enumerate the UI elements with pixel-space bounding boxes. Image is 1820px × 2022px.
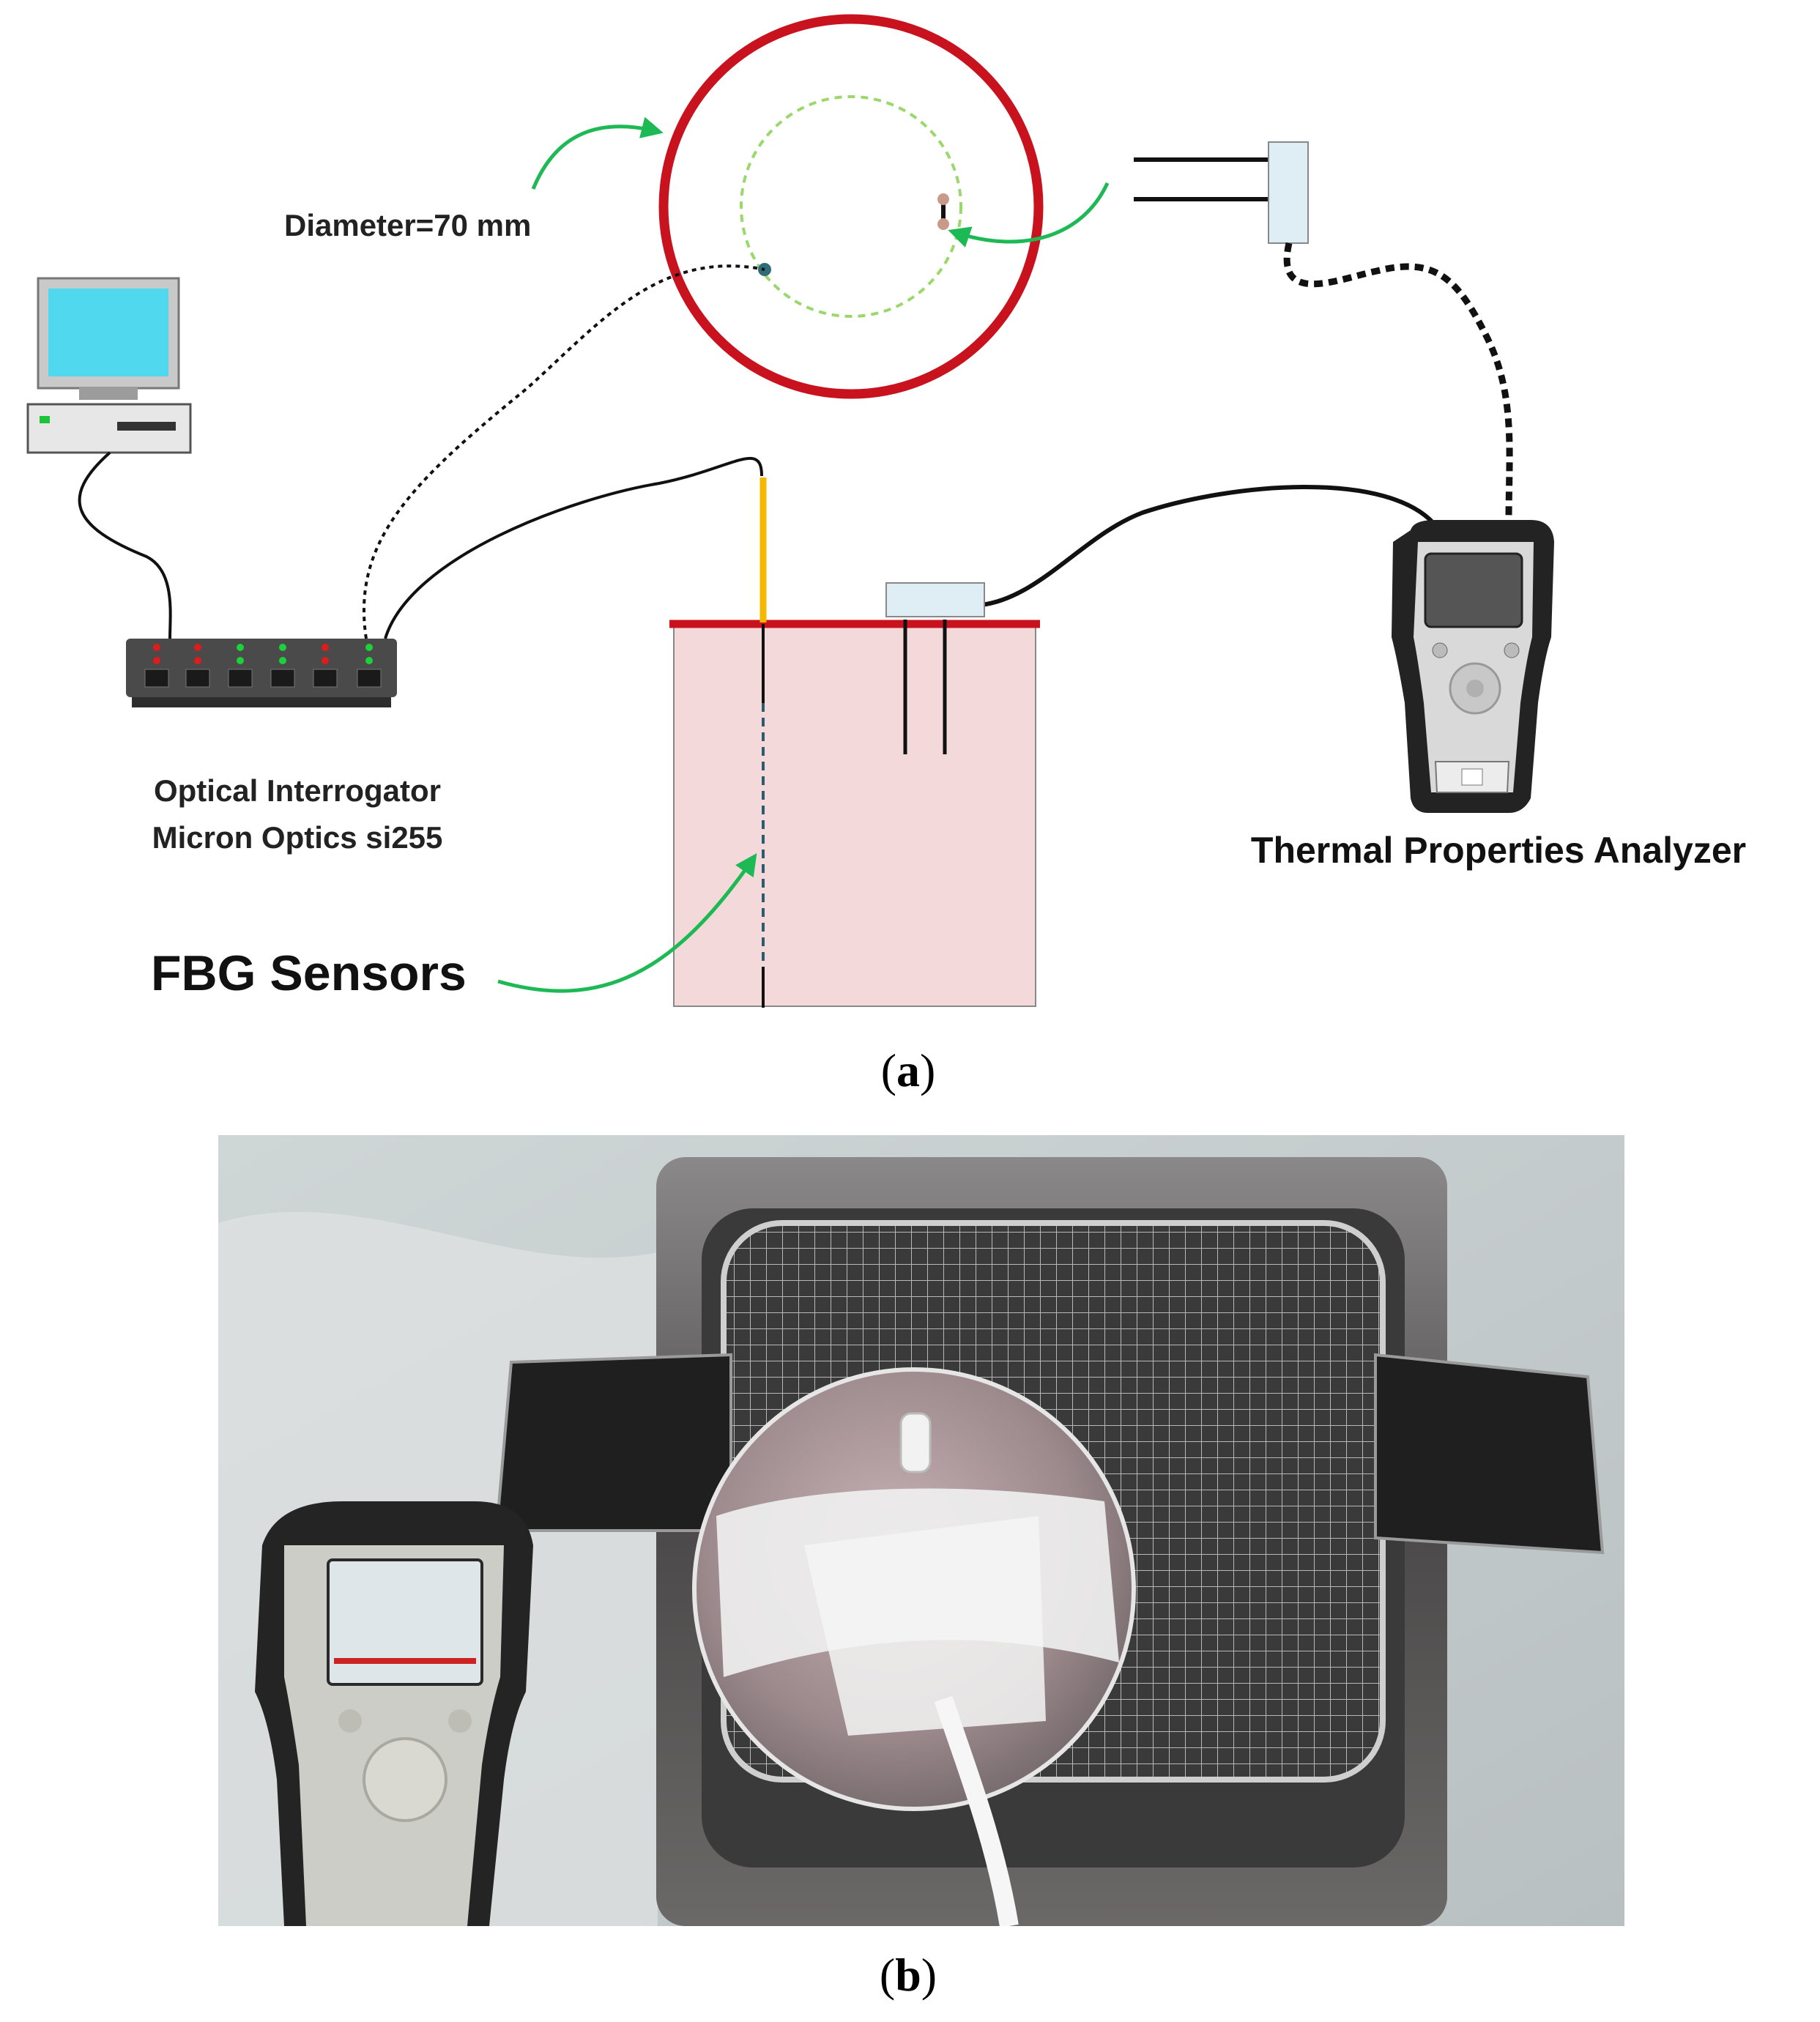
led-3a — [237, 644, 244, 651]
probe-needle-dot-2 — [937, 218, 949, 230]
caption-b-open: ( — [879, 1949, 896, 2001]
thermal-probe-top — [1134, 141, 1309, 244]
photo-svg — [218, 1135, 1624, 1926]
caption-a-open: ( — [880, 1044, 896, 1096]
interrogator-label-line1: Optical Interrogator — [154, 773, 441, 808]
pc-led — [40, 416, 50, 423]
handheld-button-left — [338, 1709, 362, 1733]
interrogator-body — [126, 639, 397, 697]
caption-b-close: ) — [921, 1949, 937, 2001]
interrogator-base — [132, 697, 391, 707]
fbg-label: FBG Sensors — [151, 945, 467, 1001]
probe-head-side — [885, 582, 985, 617]
container-body — [673, 622, 1036, 1007]
caption-b-letter: b — [895, 1949, 921, 2001]
led-6a — [365, 644, 373, 651]
diameter-arrow — [531, 116, 664, 190]
caption-a-letter: a — [896, 1044, 920, 1096]
analyzer-logo-box — [1461, 768, 1483, 786]
port-1 — [144, 669, 169, 688]
probe-cable-dashed — [1283, 242, 1513, 521]
analyzer-button-left — [1432, 642, 1448, 658]
monitor-stand — [79, 387, 138, 400]
port-6 — [357, 669, 382, 688]
led-1a — [153, 644, 160, 651]
led-6b — [365, 657, 373, 664]
probe-head — [1268, 141, 1309, 244]
experiment-photo — [218, 1135, 1624, 1926]
handheld-screen — [327, 1558, 483, 1686]
analyzer-dpad-center — [1466, 680, 1484, 697]
diameter-label: Diameter=70 mm — [284, 208, 531, 242]
tape-strip-2 — [804, 1516, 1046, 1736]
caption-a: (a) — [835, 1044, 981, 1098]
caption-b: (b) — [835, 1948, 981, 2002]
port-5 — [313, 669, 338, 688]
led-2b — [194, 657, 201, 664]
setup-schematic: Diameter=70 mm Optical Interrogator Mi — [26, 14, 1746, 1008]
analyzer-label: Thermal Properties Analyzer — [1251, 830, 1746, 871]
handheld-dpad — [363, 1737, 447, 1822]
left-handle — [494, 1353, 732, 1532]
probe-connector — [899, 1412, 932, 1473]
port-4 — [270, 669, 295, 688]
pc-cable — [78, 451, 172, 639]
optical-interrogator-icon — [126, 639, 397, 707]
led-3b — [237, 657, 244, 664]
computer-icon — [26, 277, 192, 454]
container-outer-circle — [658, 14, 1044, 399]
white-probe-cable — [934, 1695, 1019, 1926]
led-4b — [279, 657, 286, 664]
monitor-screen — [48, 289, 168, 376]
analyzer-cable — [981, 485, 1439, 607]
probe-arrow — [948, 182, 1110, 248]
right-handle — [1374, 1353, 1605, 1555]
interrogator-label-line2: Micron Optics si255 — [152, 820, 443, 855]
analyzer-button-right — [1504, 642, 1520, 658]
handheld-button-right — [448, 1709, 472, 1733]
thermal-analyzer-icon — [1392, 520, 1554, 813]
led-4a — [279, 644, 286, 651]
port-3 — [228, 669, 253, 688]
fbg-fiber-dotted — [363, 264, 765, 639]
fbg-arrow — [497, 853, 757, 993]
led-2a — [194, 644, 201, 651]
port-2 — [185, 669, 210, 688]
phantom-inner-circle — [740, 95, 962, 318]
fbg-fiber-solid — [384, 456, 763, 639]
probe-needle-dot-1 — [937, 193, 949, 205]
led-5b — [322, 657, 329, 664]
container-top-view — [658, 14, 1044, 399]
handheld-screen-bar — [334, 1658, 476, 1664]
container-side-view — [669, 477, 1040, 1008]
analyzer-screen — [1424, 552, 1523, 628]
pc-drive — [117, 422, 176, 431]
led-5a — [322, 644, 329, 651]
led-1b — [153, 657, 160, 664]
caption-a-close: ) — [920, 1044, 936, 1096]
